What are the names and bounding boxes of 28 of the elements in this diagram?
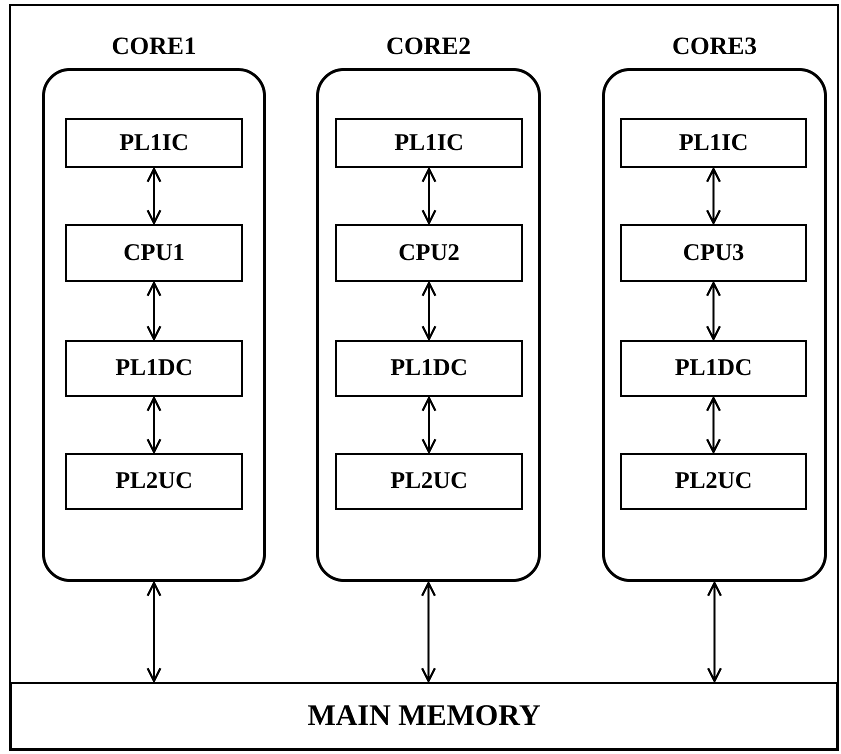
double-arrow [421, 396, 437, 454]
double-arrow [420, 582, 436, 682]
cache-box: PL1IC [65, 118, 243, 168]
double-arrow [146, 582, 162, 682]
core-title: CORE2 [385, 32, 472, 62]
double-arrow [706, 168, 722, 224]
cache-box: PL1IC [335, 118, 523, 168]
double-arrow [706, 282, 722, 340]
cache-box: CPU3 [620, 224, 807, 282]
core-title: CORE1 [110, 32, 198, 62]
double-arrow [706, 396, 722, 454]
cache-box: PL2UC [65, 453, 243, 510]
cache-box: PL1DC [65, 340, 243, 397]
memory-box: MAIN MEMORY [10, 682, 838, 750]
cache-box: PL1DC [620, 340, 807, 397]
cache-box: CPU1 [65, 224, 243, 282]
cache-box: PL2UC [620, 453, 807, 510]
core-title: CORE3 [671, 32, 758, 62]
cache-box: CPU2 [335, 224, 523, 282]
double-arrow [706, 582, 722, 682]
double-arrow [146, 168, 162, 224]
cache-box: PL1IC [620, 118, 807, 168]
cache-box: PL1DC [335, 340, 523, 397]
double-arrow [421, 168, 437, 224]
cache-box: PL2UC [335, 453, 523, 510]
double-arrow [146, 396, 162, 454]
double-arrow [421, 282, 437, 340]
double-arrow [146, 282, 162, 340]
